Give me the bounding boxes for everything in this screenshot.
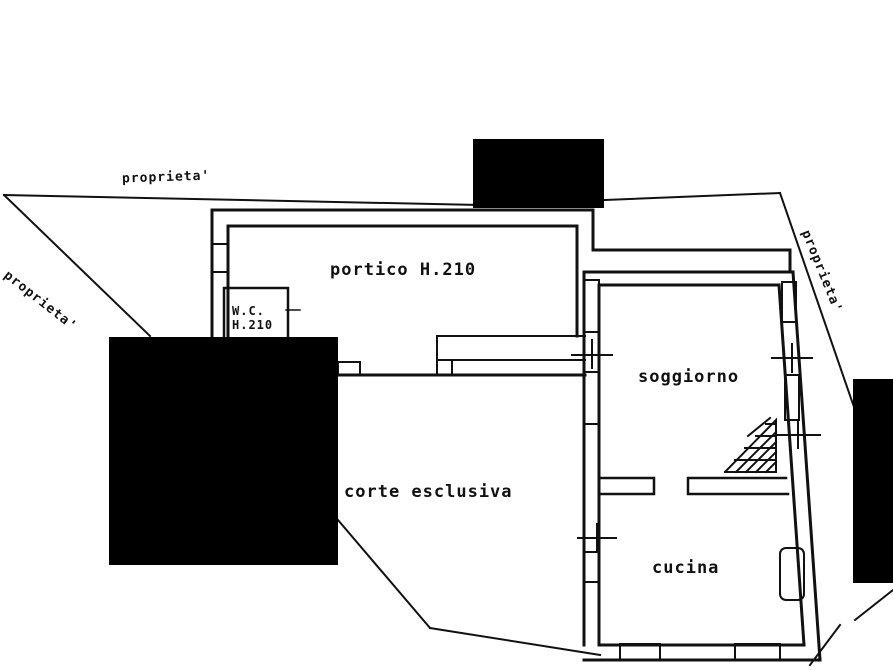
house-wall-right-inner	[777, 283, 806, 647]
portico-outer-wall	[210, 208, 792, 338]
staircase	[723, 416, 778, 474]
window	[583, 371, 600, 425]
window-mark	[571, 339, 613, 369]
portico-step	[436, 335, 586, 376]
property-boundary-line	[2, 193, 152, 338]
portico-inner-wall	[226, 224, 579, 338]
wc-label-line1: W.C.	[232, 304, 265, 318]
window	[619, 643, 661, 661]
property-boundary-line	[808, 623, 842, 667]
property-boundary-line	[428, 626, 602, 657]
corte-label: corte esclusiva	[344, 482, 513, 502]
wc-label: W.C. H.210	[232, 304, 273, 332]
property-label-top: proprieta'	[121, 168, 211, 187]
property-boundary-line	[2, 191, 782, 207]
window	[784, 374, 800, 421]
portico-label: portico H.210	[330, 260, 477, 280]
window	[781, 281, 797, 323]
window	[211, 243, 229, 273]
window-mark	[577, 523, 617, 553]
property-boundary-line	[336, 518, 432, 630]
partition-wall-right	[686, 476, 790, 496]
step-block	[436, 359, 453, 376]
fireplace	[779, 547, 805, 601]
redaction-block	[853, 379, 893, 583]
soggiorno-label: soggiorno	[638, 367, 740, 387]
window	[583, 551, 600, 583]
window	[734, 643, 781, 661]
window	[583, 279, 600, 333]
partition-wall-left	[597, 476, 656, 496]
property-boundary-line	[778, 191, 857, 412]
wc-label-line2: H.210	[232, 318, 274, 332]
window-mark	[777, 419, 821, 449]
wc-wall	[222, 286, 290, 338]
cucina-label: cucina	[652, 558, 720, 578]
window-mark	[771, 343, 813, 373]
step-block	[337, 361, 361, 376]
redaction-block	[109, 337, 338, 565]
property-boundary-line	[853, 588, 893, 622]
house-wall-right	[791, 270, 822, 662]
redaction-block	[473, 139, 604, 208]
